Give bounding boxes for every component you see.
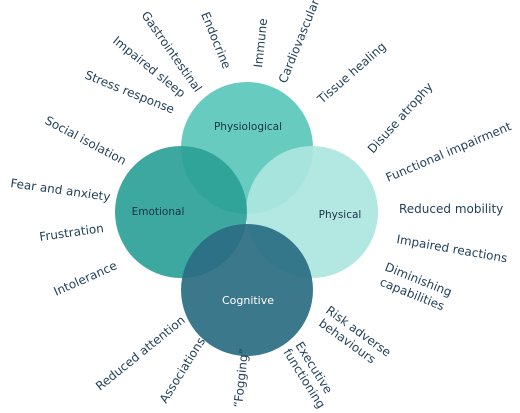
label-endocrine: Endocrine [198, 10, 233, 71]
circle-title-physical: Physical [319, 209, 362, 221]
label-impaired-reactions: Impaired reactions [395, 232, 508, 265]
label-frustration: Frustration [38, 221, 104, 244]
label-tissue-healing: Tissue healing [314, 39, 389, 107]
circle-cognitive [181, 224, 313, 356]
label-intolerance: Intolerance [52, 258, 120, 298]
label-associations: Associations [157, 335, 208, 406]
label-disuse-atrophy: Disuse atrophy [365, 80, 436, 156]
label-fogging: “Fogging” [231, 348, 251, 409]
label-cardiovascular: Cardiovascular [276, 0, 322, 85]
circle-title-cognitive: Cognitive [222, 294, 274, 307]
label-social-isolation: Social isolation [43, 113, 129, 168]
circle-title-emotional: Emotional [132, 206, 185, 218]
circle-title-physiological: Physiological [214, 121, 282, 133]
label-fear-and-anxiety: Fear and anxiety [10, 176, 112, 204]
label-reduced-mobility: Reduced mobility [399, 202, 503, 216]
label-functional-impairment: Functional impairment [384, 119, 514, 185]
label-immune: Immune [251, 18, 270, 69]
